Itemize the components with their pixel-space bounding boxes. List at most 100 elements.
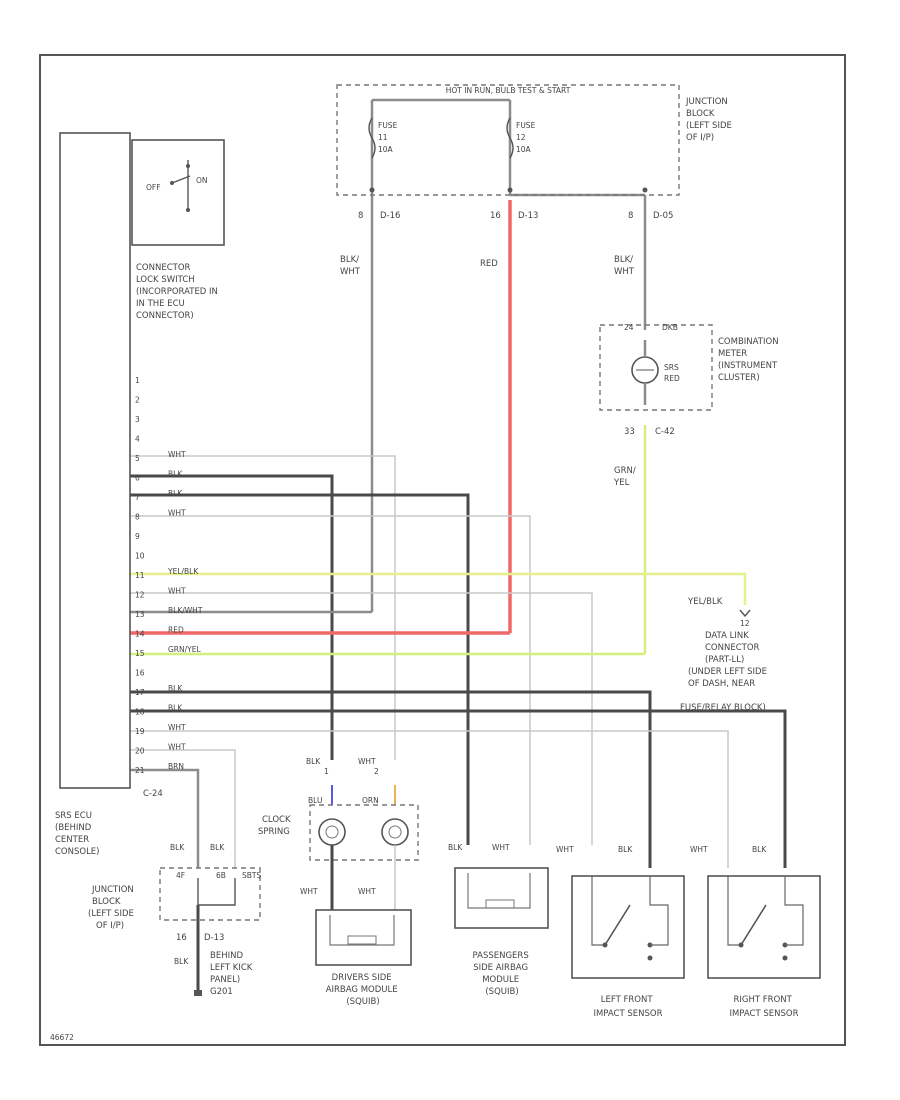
ecu-pin-wire-color: BLK [168, 704, 183, 713]
rf-wire-right: BLK [752, 845, 767, 854]
ecu-pin-number: 2 [135, 396, 140, 405]
dlc-pin-icon [739, 609, 751, 618]
ecu-pin-number: 21 [135, 766, 145, 775]
wire-pin19-wht [130, 730, 729, 868]
lock-switch [131, 139, 225, 246]
right-front-impact-sensor [707, 875, 821, 979]
ecu-pin-number: 10 [135, 552, 145, 561]
ecu-pin-wire-color: BLK/WHT [168, 606, 203, 615]
jb-bottom-pin-left: 4F [176, 871, 185, 880]
ecu-pin-wire-color: WHT [168, 723, 186, 732]
wire-pin12-wht [130, 592, 593, 845]
diagram-id: 46672 [50, 1033, 74, 1042]
ground-wire-color: BLK [174, 957, 189, 966]
squib-icon [467, 873, 531, 909]
ecu-conn: C-24 [143, 789, 163, 799]
junction-block-top-label: JUNCTION BLOCK (LEFT SIDE OF I/P) [685, 97, 735, 143]
ecu-pin-wire-color: WHT [168, 743, 186, 752]
jb-bottom-sbts: SBTS [242, 871, 261, 880]
squib-icon [329, 915, 395, 946]
wire-color-d13: RED [480, 259, 498, 269]
bus-node-left [369, 187, 375, 193]
wire-color-d05: BLK/WHT [614, 255, 635, 277]
top-bus-label: HOT IN RUN, BULB TEST & START [446, 86, 571, 95]
ecu-label: SRS ECU (BEHIND CENTER CONSOLE) [55, 811, 100, 857]
impact-switch-icon [591, 876, 669, 961]
wire-pin11-yel-blk [130, 572, 747, 605]
srs-ecu [59, 132, 131, 789]
ecu-pin-wire-color: YEL/BLK [167, 567, 199, 576]
cs-pin-right-color: ORN [362, 796, 379, 805]
dlc-wire-color: YEL/BLK [687, 597, 723, 607]
clock-spring-coil-right-icon [381, 818, 409, 846]
ecu-pin-number: 16 [135, 669, 145, 678]
jb-bottom-wire-right: BLK [210, 843, 225, 852]
junction-block-bottom [159, 867, 261, 921]
passenger-module-label: PASSENGERS SIDE AIRBAG MODULE (SQUIB) [473, 951, 532, 997]
ecu-pin-number: 5 [135, 454, 140, 463]
ecu-pin-number: 1 [135, 376, 140, 385]
ecu-pin-number: 4 [135, 435, 140, 444]
wire-pin18-blk [130, 709, 787, 868]
ecu-pin-wire-color: BLK [168, 470, 183, 479]
junction-block-top [336, 84, 680, 196]
ecu-pin-number: 17 [135, 688, 145, 697]
cs-pin-left: 1 [324, 767, 329, 776]
jb-bottom-pin-right: 6B [216, 871, 226, 880]
wire-pin5-wht [130, 455, 396, 760]
wire-pin6-blk [130, 474, 334, 760]
bus-node-right [642, 187, 648, 193]
meter-wire-color: GRN/YEL [613, 466, 636, 488]
wire-pin17-blk [130, 690, 652, 868]
diagram-frame [39, 54, 846, 1046]
pass-wire-left: BLK [448, 843, 463, 852]
ecu-pin-wire-color: GRN/YEL [168, 645, 201, 654]
lock-switch-on: ON [196, 176, 208, 185]
lock-switch-icon [170, 160, 191, 212]
lf-wire-right: BLK [618, 845, 633, 854]
wire-pin20-wht [130, 749, 236, 868]
ground-icon [194, 990, 202, 996]
ecu-pin-number: 3 [135, 415, 140, 424]
left-front-impact-sensor [571, 875, 685, 979]
ecu-pin-wire-color: BLK [168, 489, 183, 498]
ecu-pin-wire-color: WHT [168, 509, 186, 518]
ecu-pin-number: 13 [135, 610, 145, 619]
dlc-pin: 12 [740, 619, 750, 628]
cs-pin-right: 2 [374, 767, 379, 776]
ecu-pin-wire-color: WHT [168, 587, 186, 596]
dlc-label: DATA LINK CONNECTOR (PART-LL) (UNDER LEF… [680, 631, 770, 713]
ecu-pin-wire-color: WHT [168, 450, 186, 459]
impact-switch-icon [727, 876, 804, 961]
jb-bottom-wire-left: BLK [170, 843, 185, 852]
ecu-pin-number: 19 [135, 727, 145, 736]
ecu-pin-number: 14 [135, 630, 145, 639]
wire-pin8-wht [130, 515, 531, 845]
passenger-airbag-module [454, 867, 549, 929]
ecu-pin-number: 6 [135, 474, 140, 483]
ecu-pin-number: 7 [135, 493, 140, 502]
wire-pin7-blk [130, 493, 470, 845]
driver-airbag-module [315, 909, 412, 966]
ecu-pin-number: 18 [135, 708, 145, 717]
driver-module-label: DRIVERS SIDE AIRBAG MODULE (SQUIB) [326, 973, 401, 1007]
ecu-pin-wire-color: BRN [168, 762, 184, 771]
lf-wire-left: WHT [556, 845, 574, 854]
rf-wire-left: WHT [690, 845, 708, 854]
ecu-pin-number: 11 [135, 571, 145, 580]
meter-label: COMBINATION METER (INSTRUMENT CLUSTER) [718, 337, 781, 383]
ecu-pin-number: 20 [135, 747, 145, 756]
combination-meter [599, 324, 713, 411]
ecu-pin-number: 12 [135, 591, 145, 600]
ecu-pin-number: 15 [135, 649, 145, 658]
